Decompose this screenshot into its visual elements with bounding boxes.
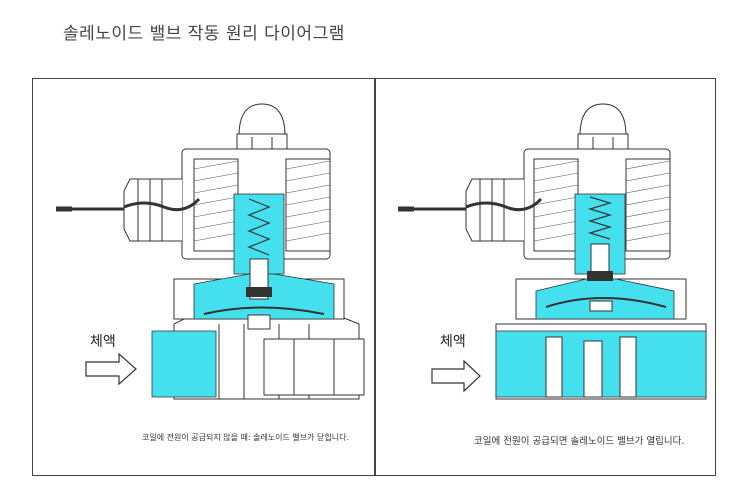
- closed-state-caption: 코일에 전원이 공급되지 않을 때: 솔레노이드 밸브가 닫힙니다.: [142, 433, 350, 442]
- closed-valve-panel: 체액 코일에 전원이 공급되지 않을 때: 솔레노이드 밸브가 닫힙니다.: [34, 79, 374, 475]
- flow-arrow-icon: [431, 359, 481, 393]
- fluid-label: 체액: [440, 334, 466, 350]
- open-state-caption: 코일에 전원이 공급되면 솔레노이드 밸브가 열립니다.: [474, 436, 685, 447]
- panel-divider: [374, 78, 376, 476]
- fluid-label: 체액: [90, 334, 116, 350]
- open-valve-panel: 체액 코일에 전원이 공급되면 솔레노이드 밸브가 열립니다.: [376, 79, 716, 475]
- diagram-title: 솔레노이드 밸브 작동 원리 다이어그램: [63, 24, 345, 44]
- closed-valve-drawing: [56, 103, 365, 400]
- open-valve-drawing: [398, 103, 707, 400]
- flow-arrow-icon: [85, 352, 137, 386]
